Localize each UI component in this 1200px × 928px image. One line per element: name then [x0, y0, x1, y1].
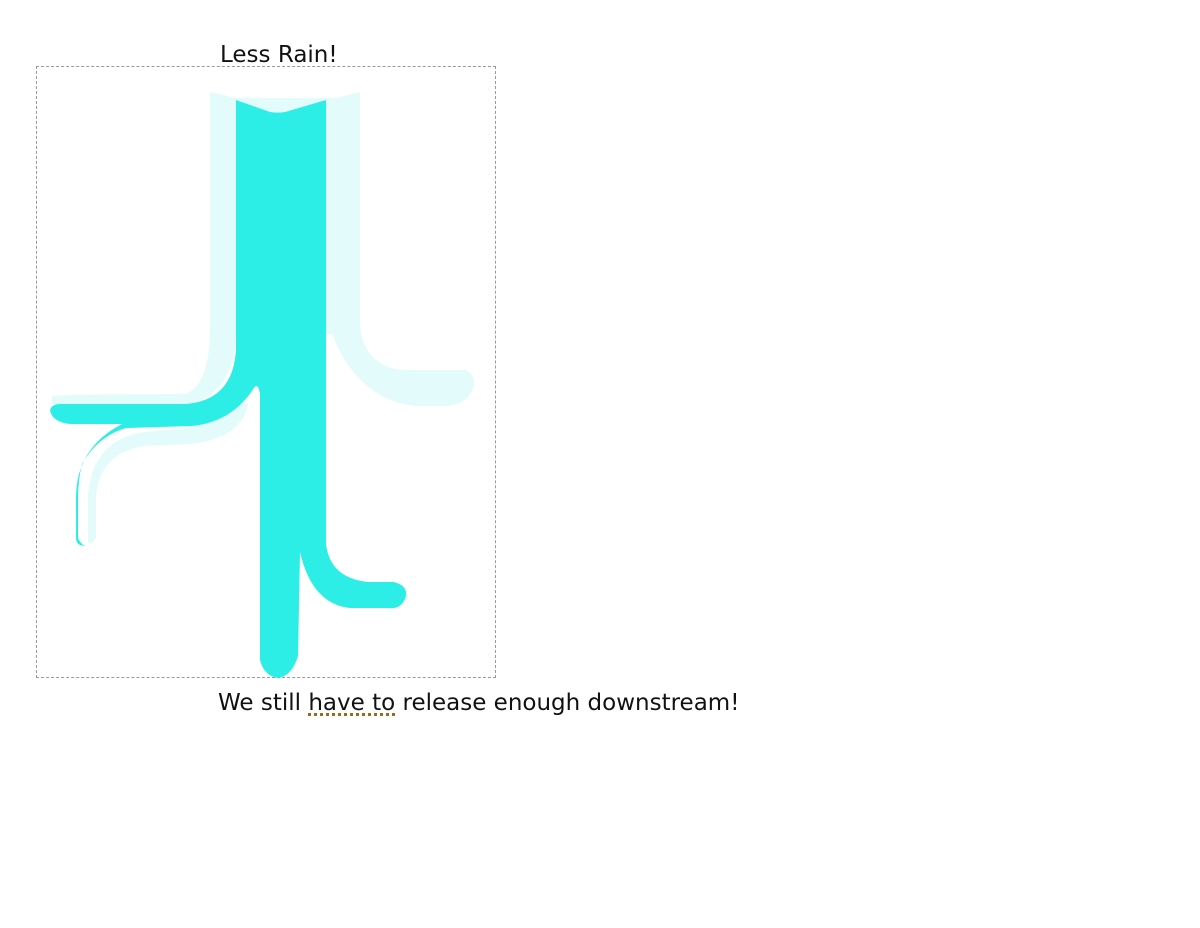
- diagram-title: Less Rain!: [220, 42, 338, 68]
- caption-part2: release enough downstream!: [395, 690, 740, 716]
- current-river: [50, 100, 407, 678]
- spellcheck-flagged-text[interactable]: have to: [308, 690, 396, 716]
- previous-left-branch: [88, 404, 248, 544]
- image-frame[interactable]: [36, 66, 496, 678]
- caption-text: We still have to release enough downstre…: [218, 686, 739, 720]
- river-diagram: [50, 92, 475, 678]
- caption-part1: We still: [218, 690, 309, 716]
- main-channel: [50, 100, 407, 678]
